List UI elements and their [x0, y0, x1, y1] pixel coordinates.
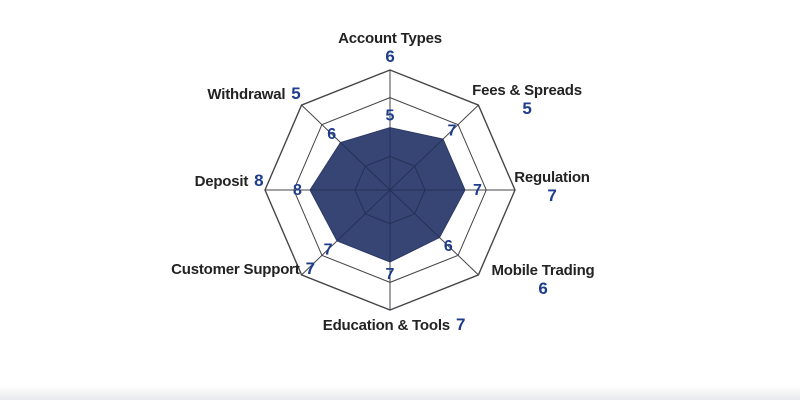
vertex-value: 6 [327, 126, 336, 143]
vertex-value: 8 [293, 182, 302, 199]
axis-label-value: 6 [538, 279, 548, 298]
axis-label-text: Fees & Spreads [472, 82, 582, 99]
axis-label-text: Deposit [194, 173, 249, 190]
axis-label-deposit: Deposit 8 [195, 172, 264, 190]
axis-label-value: 7 [305, 259, 315, 278]
axis-label-value: 5 [522, 99, 532, 118]
radar-grid-ring [293, 97, 487, 283]
axis-label-withdrawal: Withdrawal 5 [207, 85, 300, 103]
vertex-value: 7 [324, 241, 333, 258]
axis-label-value: 6 [385, 47, 395, 66]
radar-inner-spoke [336, 189, 391, 242]
vertex-value: 6 [444, 238, 453, 255]
axis-label-education-tools: Education & Tools 7 [322, 315, 466, 334]
axis-label-account-types: Account Types 6 [338, 30, 442, 66]
vertex-value: 7 [386, 266, 395, 283]
axis-label-value: 8 [254, 171, 264, 190]
axis-label-text: Account Types [338, 30, 442, 47]
radar-fill-polygon [309, 127, 466, 263]
radar-inner-spoke [389, 138, 444, 191]
axis-label-text: Mobile Trading [491, 262, 595, 279]
axis-label-customer-support: Customer Support 7 [171, 260, 315, 278]
axis-label-text: Customer Support [171, 261, 300, 278]
radar-grid-ring [264, 69, 516, 311]
axis-label-mobile-trading: Mobile Trading 6 [491, 262, 594, 298]
axis-label-value: 7 [455, 315, 466, 334]
axis-label-value: 7 [547, 186, 557, 205]
axis-label-text: Withdrawal [207, 86, 286, 103]
axis-label-text: Education & Tools [322, 317, 450, 334]
radar-inner-ring [354, 155, 426, 225]
vertex-value: 7 [447, 123, 456, 140]
vertex-value: 7 [473, 182, 482, 199]
axis-label-regulation: Regulation 7 [514, 169, 590, 205]
axis-label-value: 5 [291, 84, 301, 103]
vertex-value: 5 [386, 108, 395, 125]
axis-label-text: Regulation [514, 169, 590, 186]
axis-label-fees-spreads: Fees & Spreads 5 [472, 82, 582, 118]
